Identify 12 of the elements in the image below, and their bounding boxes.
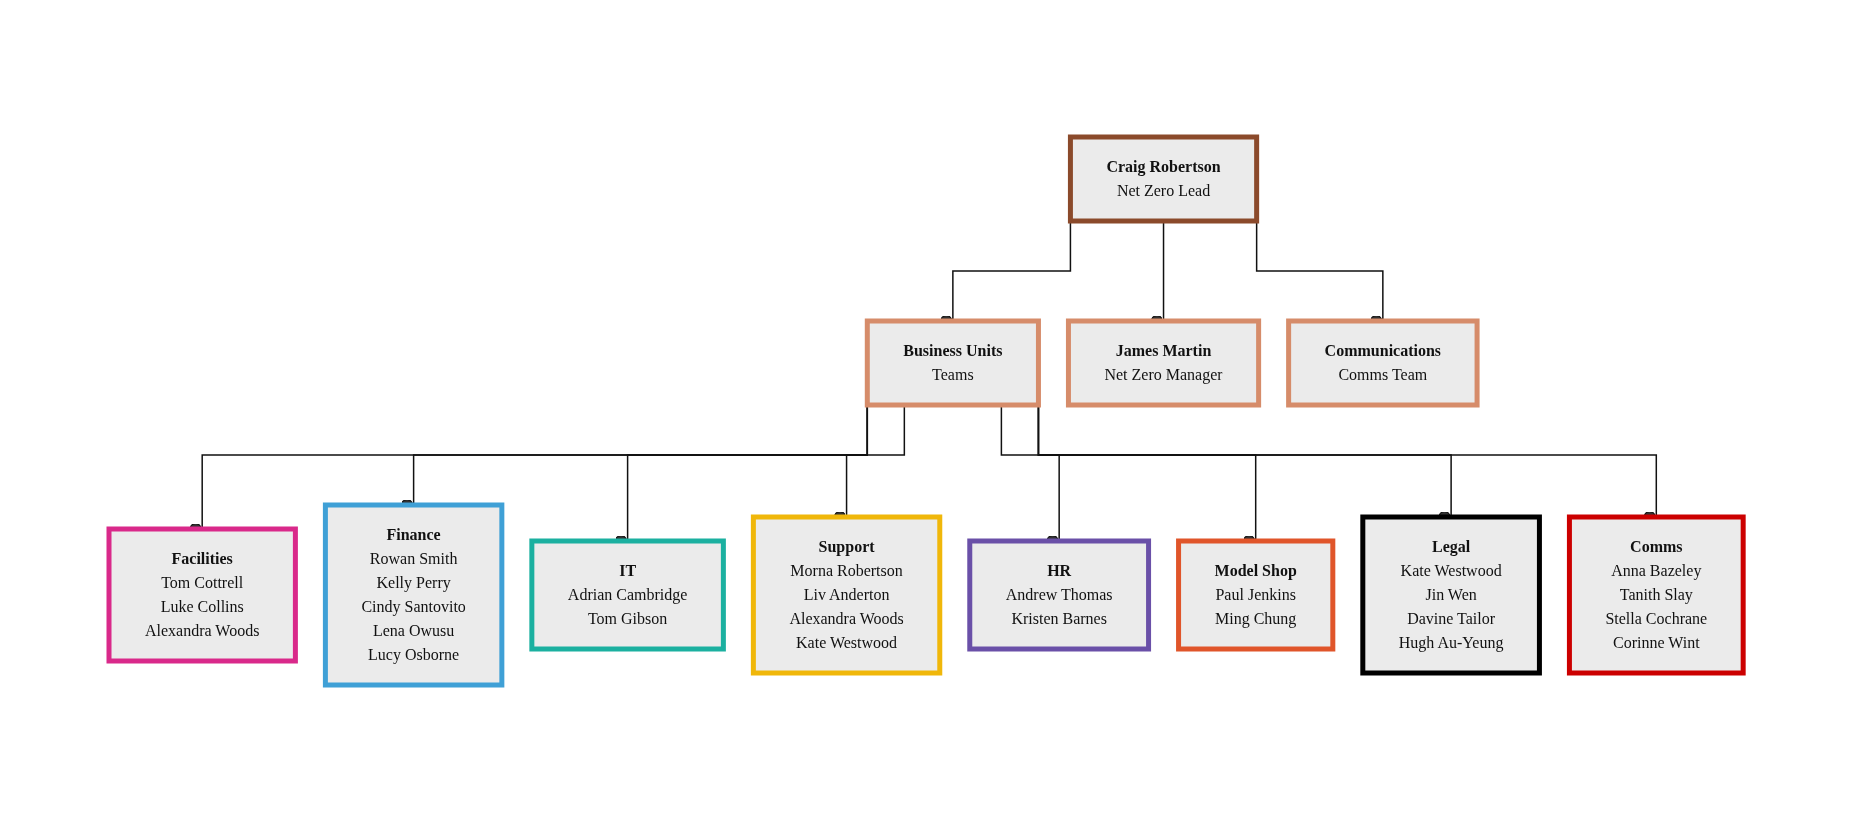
node-box: Model Shop Paul Jenkins Ming Chung [1176,538,1336,652]
node-box: HR Andrew Thomas Kristen Barnes [967,538,1152,652]
node-box: Facilities Tom Cottrell Luke Collins Alexandra Woods [106,526,299,664]
node-box: Comms Anna Bazeley Tanith Slay Stella Cochrane Corinne Wint [1567,514,1747,676]
node-box: Finance Rowan Smith Kelly Perry Cindy Santovito Lena Owusu Lucy Osborne [323,502,505,688]
node-box: Communications Comms Team [1286,318,1480,408]
node-box: IT Adrian Cambridge Tom Gibson [529,538,727,652]
node-box: Craig Robertson Net Zero Lead [1068,134,1260,224]
node-box: Legal Kate Westwood Jin Wen Davine Tailor Hugh Au-Yeung [1360,514,1543,676]
node-box: James Martin Net Zero Manager [1066,318,1262,408]
node-box: Support Morna Robertson Liv Anderton Alexandra Woods Kate Westwood [751,514,943,676]
node-box: Business Units Teams [865,318,1042,408]
